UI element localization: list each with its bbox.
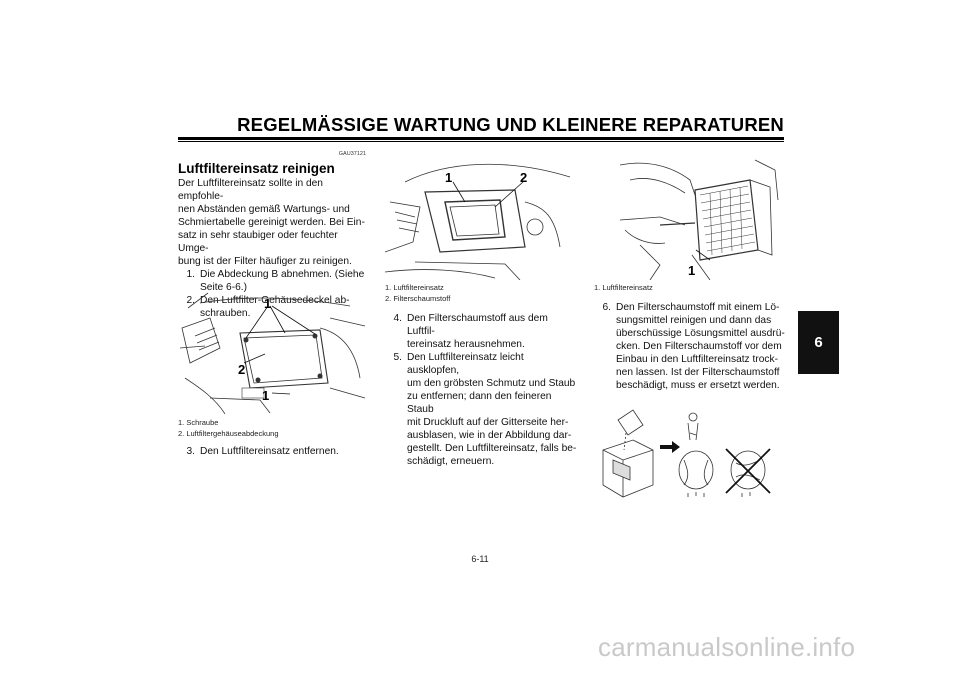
figure-label: 1: [688, 263, 695, 278]
caption: 1. Schraube: [178, 418, 219, 427]
mid-steps: 4. Den Filterschaumstoff aus dem Luftfil…: [385, 312, 577, 468]
caption: 2. Filterschaumstoff: [385, 293, 451, 303]
header-rule: [178, 137, 784, 140]
figure-label: 1: [262, 388, 269, 403]
air-filter-element-illustration: 1 2: [385, 163, 571, 280]
left-captions: 1. Schraube 2. Luftfiltergehäuseabdeckun…: [178, 418, 368, 439]
intro-line: Schmiertabelle gereinigt werden. Bei Ein…: [178, 217, 365, 228]
step-4: 4. Den Filterschaumstoff aus dem Luftfil…: [393, 313, 548, 350]
chapter-tab[interactable]: 6: [798, 311, 839, 374]
compressed-air-cleaning-illustration: 1: [619, 159, 779, 280]
left-column: GAU37121 Luftfiltereinsatz reinigen Der …: [178, 148, 368, 320]
intro-line: bung ist der Filter häufiger zu reinigen…: [178, 256, 352, 267]
figure-label: 2: [238, 362, 245, 377]
solvent-squeeze-illustration: [602, 409, 771, 498]
step-2: 2. Den Luftfilter-Gehäusedeckel ab-schra…: [186, 295, 350, 319]
caption: 2. Luftfiltergehäuseabdeckung: [178, 428, 279, 438]
page-title: REGELMÄSSIGE WARTUNG UND KLEINERE REPARA…: [237, 114, 784, 135]
intro-line: satz in sehr staubiger oder feuchter Umg…: [178, 230, 338, 254]
section-code: GAU37121: [338, 151, 366, 157]
figure-label: 2: [520, 170, 527, 185]
right-captions: 1. Luftfiltereinsatz: [594, 283, 784, 294]
page-number: 6-11: [471, 554, 489, 564]
caption: 1. Luftfiltereinsatz: [385, 283, 444, 292]
right-steps: 6. Den Filterschaumstoff mit einem Lö- s…: [594, 301, 786, 392]
air-filter-cover-illustration: 1 2 1: [180, 292, 366, 414]
section-title: Luftfiltereinsatz reinigen: [178, 161, 335, 176]
watermark-text: carmanualsonline.info: [598, 632, 856, 662]
figure-label: 1: [445, 170, 452, 185]
caption: 1. Luftfiltereinsatz: [594, 283, 653, 292]
step-3: 3. Den Luftfiltereinsatz entfernen.: [186, 446, 339, 457]
step-5: 5. Den Luftfiltereinsatz leicht ausklopf…: [393, 352, 577, 467]
mid-captions: 1. Luftfiltereinsatz 2. Filterschaumstof…: [385, 283, 575, 304]
header-rule-thin: [178, 141, 784, 142]
step-6: 6. Den Filterschaumstoff mit einem Lö- s…: [602, 302, 785, 391]
intro-line: Der Luftfiltereinsatz sollte in den empf…: [178, 178, 323, 202]
intro-line: nen Abständen gemäß Wartungs- und: [178, 204, 350, 215]
chapter-tab-label: 6: [814, 334, 823, 351]
figure-label: 1: [264, 296, 271, 311]
